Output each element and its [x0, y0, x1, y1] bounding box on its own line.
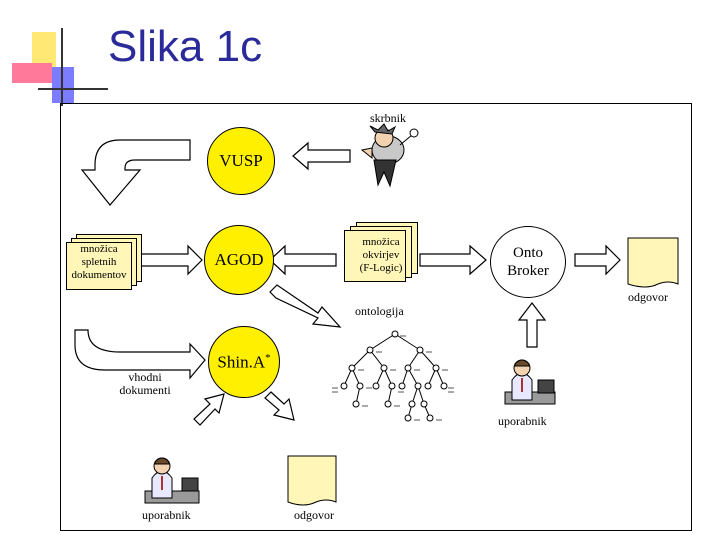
odgovor-document-right	[627, 237, 679, 288]
odgovor-right-label: odgovor	[628, 290, 668, 304]
okvirji-line3: (F-Logic)	[359, 262, 403, 274]
shina-label: Shin.A*	[217, 351, 271, 372]
arrow-shina-to-odgovor	[264, 391, 295, 421]
user-computer-figure-bottom	[144, 457, 200, 504]
arrow-okvirji-to-agod	[269, 244, 337, 276]
odgovor-document-bottom	[287, 455, 337, 506]
arrow-to-agod	[139, 244, 203, 276]
spletni-line3: dokumentov	[71, 269, 127, 281]
arrow-user-to-shina	[193, 393, 225, 426]
vhodni-line1: vhodni	[128, 370, 162, 384]
curved-arrow-to-shina	[74, 329, 206, 380]
spletni-line2: spletnih	[81, 256, 117, 268]
arrow-to-ontologija	[269, 284, 342, 328]
okvirji-line1: množica	[362, 236, 400, 248]
skrbnik-figure	[360, 123, 419, 188]
vusp-label: VUSP	[219, 151, 263, 170]
ontologija-label: ontologija	[355, 304, 404, 318]
arrow-up-to-broker	[517, 302, 547, 348]
diagram-frame	[60, 103, 692, 531]
onto-broker-line1: Onto	[513, 245, 543, 261]
uporabnik-right-label: uporabnik	[498, 414, 547, 428]
vhodni-line2: dokumenti	[119, 383, 171, 397]
spletni-stack-text: množica spletnih dokumentov	[66, 243, 132, 282]
uporabnik-bottom-label: uporabnik	[142, 508, 191, 522]
ontology-tree-dashes	[332, 335, 454, 421]
shina-node: Shin.A*	[208, 326, 280, 398]
odgovor-bottom-label: odgovor	[294, 508, 334, 522]
spletni-dokumenti-stack: množica spletnih dokumentov	[66, 234, 144, 292]
onto-broker-line2: Broker	[507, 263, 549, 279]
arrow-to-odgovor-right	[574, 244, 621, 276]
skrbnik-label: skrbnik	[370, 111, 406, 125]
vhodni-dokumenti-label: vhodni dokumenti	[114, 371, 176, 397]
okvirji-stack: množica okvirjev (F-Logic)	[344, 222, 422, 284]
okvirji-line2: okvirjev	[362, 249, 400, 261]
stack-sheet-front	[344, 230, 406, 282]
onto-broker-node: Onto Broker	[490, 226, 566, 298]
spletni-line1: množica	[80, 243, 118, 255]
agod-label: AGOD	[214, 250, 264, 269]
slide-logo	[12, 28, 108, 106]
slide-title: Slika 1c	[108, 22, 263, 71]
ontology-tree	[340, 330, 448, 422]
curved-down-arrow	[80, 139, 191, 206]
okvirji-stack-text: množica okvirjev (F-Logic)	[350, 236, 412, 275]
arrow-to-onto-broker	[419, 244, 487, 276]
arrow-to-vusp	[292, 141, 351, 171]
user-computer-figure-right	[504, 359, 556, 405]
shina-superscript: *	[265, 351, 271, 364]
agod-node: AGOD	[204, 225, 274, 295]
vusp-node: VUSP	[207, 127, 275, 195]
stack-sheet-front	[66, 242, 132, 290]
